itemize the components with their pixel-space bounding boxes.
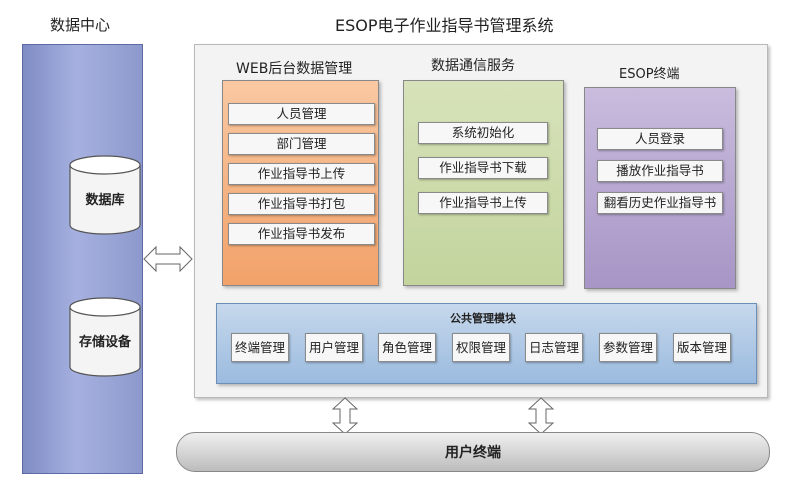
esop-item-history[interactable]: 翻看历史作业指导书 xyxy=(597,192,723,214)
web-item-publish[interactable]: 作业指导书发布 xyxy=(228,223,375,245)
user-terminal-bar[interactable]: 用户终端 xyxy=(176,432,770,472)
esop-terminal-panel xyxy=(584,87,736,289)
double-arrow-vertical-icon xyxy=(332,397,358,435)
comm-service-panel xyxy=(403,80,564,286)
double-arrow-vertical-icon xyxy=(528,397,554,435)
database-label: 数据库 xyxy=(85,193,125,208)
data-center-title: 数据中心 xyxy=(50,16,111,34)
web-item-upload[interactable]: 作业指导书上传 xyxy=(228,163,375,185)
pub-parameter-management[interactable]: 参数管理 xyxy=(599,333,657,362)
comm-item-download[interactable]: 作业指导书下载 xyxy=(418,157,548,179)
web-item-department[interactable]: 部门管理 xyxy=(228,133,375,155)
comm-item-upload[interactable]: 作业指导书上传 xyxy=(418,192,548,214)
pub-version-management[interactable]: 版本管理 xyxy=(673,333,731,362)
esop-terminal-title: ESOP终端 xyxy=(619,67,680,82)
esop-item-login[interactable]: 人员登录 xyxy=(597,128,723,150)
pub-terminal-management[interactable]: 终端管理 xyxy=(231,333,289,362)
pub-role-management[interactable]: 角色管理 xyxy=(378,333,436,362)
public-module-title: 公共管理模块 xyxy=(450,312,516,325)
esop-item-play[interactable]: 播放作业指导书 xyxy=(597,160,723,182)
database-cylinder: 数据库 xyxy=(69,155,141,235)
storage-cylinder: 存储设备 xyxy=(69,297,141,377)
system-title: ESOP电子作业指导书管理系统 xyxy=(335,16,554,35)
user-terminal-label: 用户终端 xyxy=(445,445,501,461)
pub-user-management[interactable]: 用户管理 xyxy=(305,333,363,362)
storage-label: 存储设备 xyxy=(78,335,131,350)
web-backend-title: WEB后台数据管理 xyxy=(236,61,353,77)
pub-log-management[interactable]: 日志管理 xyxy=(525,333,583,362)
comm-item-init[interactable]: 系统初始化 xyxy=(418,122,548,144)
pub-permission-management[interactable]: 权限管理 xyxy=(452,333,510,362)
web-item-package[interactable]: 作业指导书打包 xyxy=(228,193,375,215)
comm-service-title: 数据通信服务 xyxy=(431,58,515,74)
double-arrow-horizontal-icon xyxy=(143,245,193,273)
data-center-column: 数据库 存储设备 xyxy=(22,44,143,474)
web-item-personnel[interactable]: 人员管理 xyxy=(228,103,375,125)
